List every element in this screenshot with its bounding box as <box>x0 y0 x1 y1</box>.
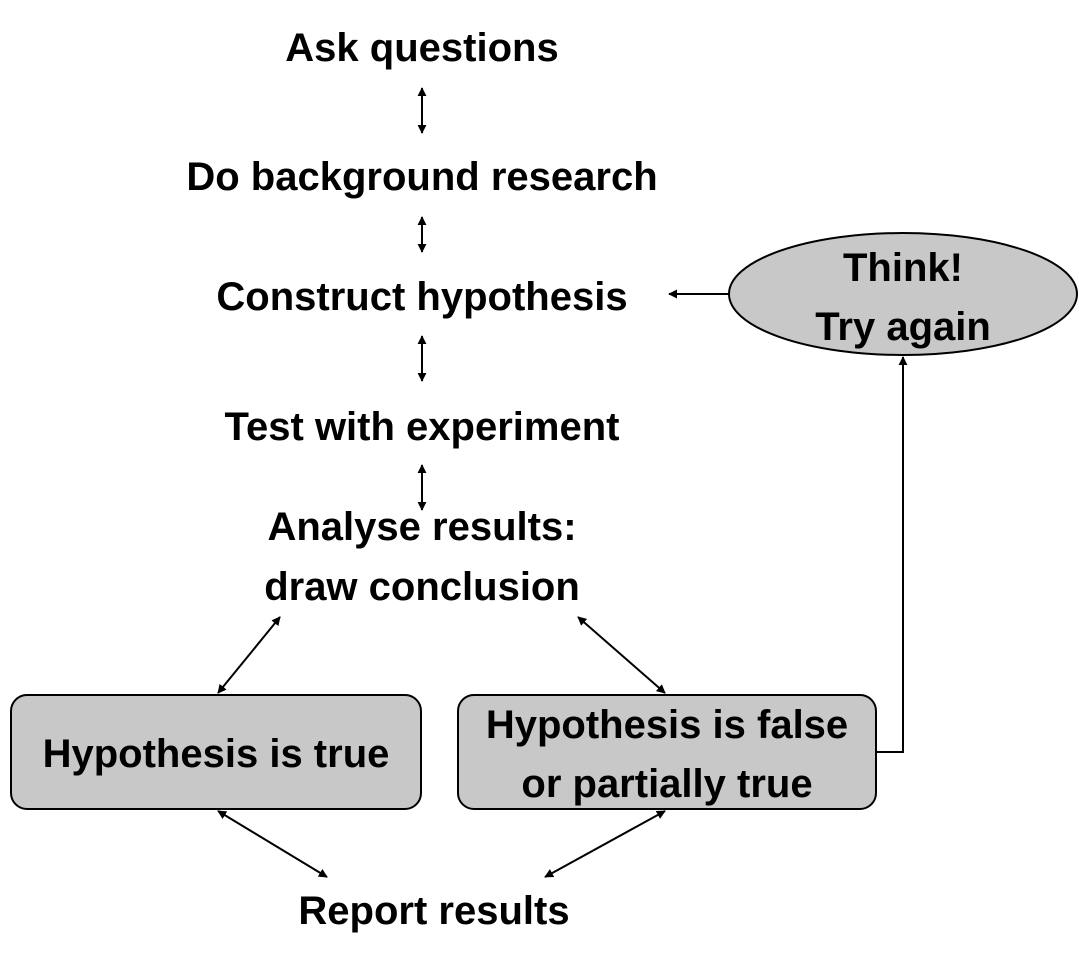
step-report-results: Report results <box>298 889 569 933</box>
think-label: Think! <box>843 246 963 290</box>
step-construct-hypothesis: Construct hypothesis <box>216 275 627 319</box>
outcome-true-label: Hypothesis is true <box>43 732 390 776</box>
outcome-false-line2: or partially true <box>521 762 812 806</box>
arrow-false-to-think <box>876 356 908 753</box>
step-analyse-results-line2: draw conclusion <box>264 565 580 609</box>
arrow-true-report <box>217 810 328 878</box>
step-background-research: Do background research <box>186 155 657 199</box>
step-test-experiment: Test with experiment <box>225 405 620 449</box>
step-analyse-results-line1: Analyse results: <box>267 505 576 549</box>
outcome-true-box <box>10 694 422 810</box>
arrow-analyse-true <box>217 616 281 694</box>
arrow-analyse-false <box>577 616 666 694</box>
step-ask-questions: Ask questions <box>285 26 558 70</box>
try-again-label: Try again <box>815 305 991 349</box>
outcome-false-line1: Hypothesis is false <box>486 703 848 747</box>
arrow-false-report <box>544 810 666 878</box>
